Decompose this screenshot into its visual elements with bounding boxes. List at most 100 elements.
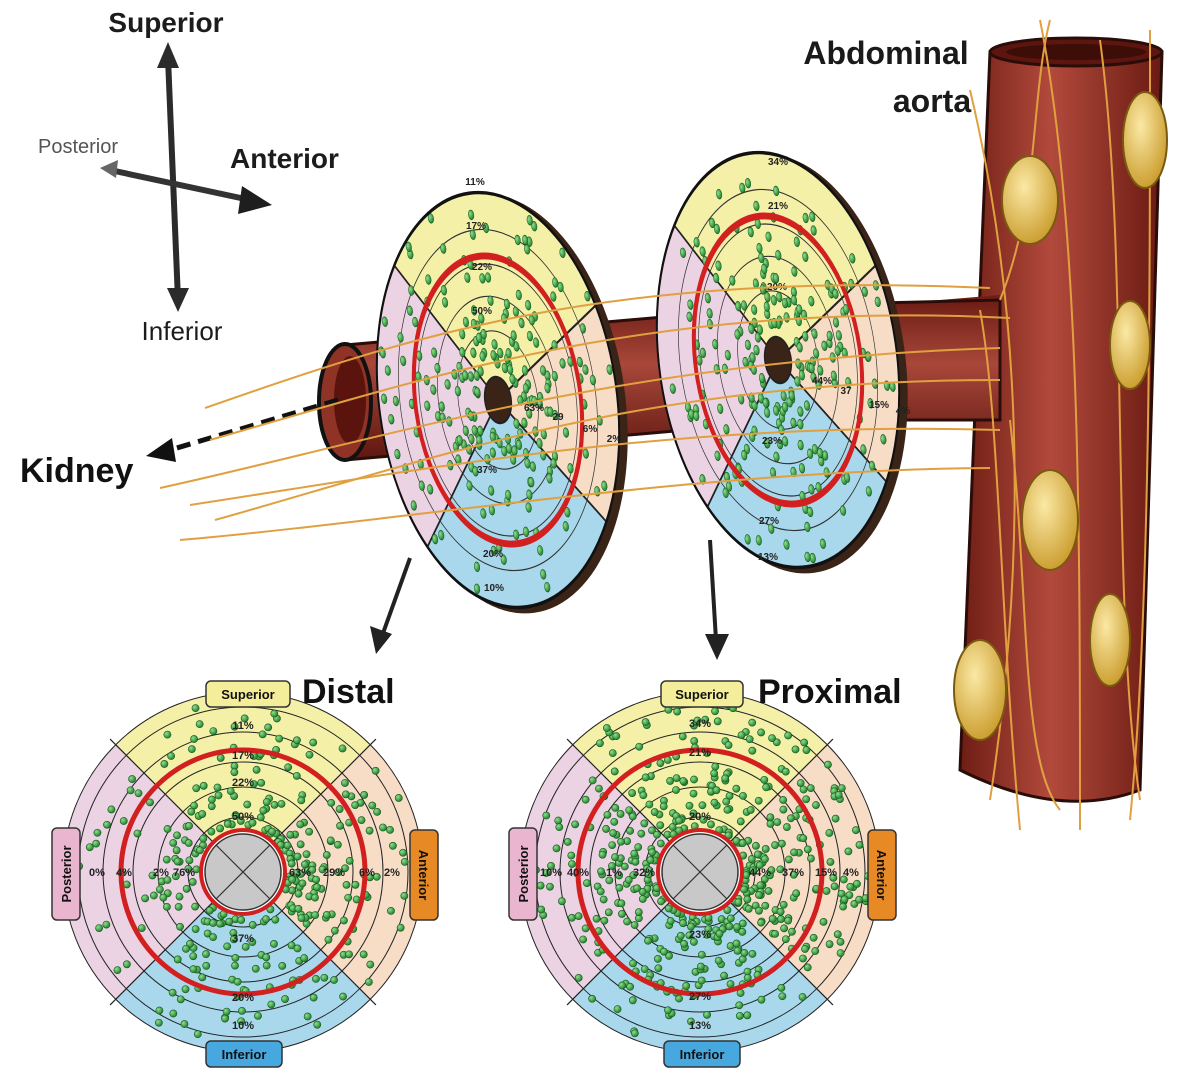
distal3d-nerve-dot <box>487 295 494 306</box>
distal-nerve-dot <box>223 820 232 828</box>
proximal3d-nerve-dot <box>761 263 768 275</box>
distal3d-nerve-dot <box>515 289 522 301</box>
proximal-nerve-dot <box>768 914 777 923</box>
proximal-quadrant-anterior <box>728 744 880 1000</box>
proximal3d-nerve-dot <box>748 392 755 403</box>
distal3d-nerve-dot <box>491 339 498 350</box>
proximal-nerve-dot <box>629 871 638 880</box>
distal-nerve-dot <box>331 926 339 935</box>
distal3d-nerve-dot <box>394 448 401 460</box>
proximal-nerve-dot <box>697 950 706 959</box>
distal-nerve-dot <box>222 1007 231 1016</box>
proximal3d-nerve-dot <box>699 246 706 257</box>
proximal3d-nerve-dot <box>781 297 788 309</box>
proximal-nerve-dot <box>803 845 812 854</box>
proximal-pct-superior-2: 21% <box>689 747 711 759</box>
distal3d-nerve-dot <box>480 508 487 519</box>
distal3d-nerve-dot <box>469 229 476 240</box>
distal-nerve-dot <box>324 935 333 944</box>
distal-nerve-dot <box>345 856 354 865</box>
proximal-nerve-dot <box>762 783 771 792</box>
distal-nerve-dot <box>270 709 279 718</box>
proximal3d-nerve-dot <box>804 551 811 563</box>
proximal-nerve-dot <box>597 867 605 876</box>
distal3d-nerve-dot <box>490 350 497 361</box>
proximal3d-nerve-dot <box>713 223 721 235</box>
proximal-nerve-dot <box>633 884 641 893</box>
proximal-nerve-dot <box>744 904 753 913</box>
distal-nerve-dot <box>368 801 377 810</box>
distal-pct-anterior-3: 6% <box>359 867 375 879</box>
proximal-nerve-dot <box>754 796 763 805</box>
proximal-nerve-dot <box>800 738 809 747</box>
distal-nerve-dot <box>148 871 157 880</box>
distal3d-nerve-dot <box>522 383 529 394</box>
distal3d-nerve-dot <box>444 379 451 390</box>
distal-nerve-dot <box>180 1020 189 1028</box>
distal3d-nerve-dot <box>503 298 511 310</box>
proximal-nerve-dot <box>732 939 741 948</box>
proximal-nerve-dot <box>568 860 576 868</box>
proximal3d-nerve-dot <box>808 295 815 307</box>
distal-nerve-dot <box>286 830 295 839</box>
proximal-nerve-dot <box>722 797 731 806</box>
distal-nerve-dot <box>137 924 146 933</box>
distal-nerve-dot <box>364 978 373 986</box>
distal-nerve-dot <box>238 1006 246 1015</box>
proximal-nerve-dot <box>802 746 811 754</box>
distal-red-ring <box>118 747 368 997</box>
distal-nerve-dot <box>207 827 216 836</box>
distal-quadrant-superior <box>115 692 371 844</box>
proximal-nerve-dot <box>583 879 591 888</box>
proximal-map: 20%21%34%23%27%13%44%37%15%4%32%1%40%10% <box>519 691 881 1053</box>
distal-nerve-dot <box>184 865 193 873</box>
distal-nerve-dot <box>311 893 319 902</box>
distal-nerve-dot <box>187 807 196 816</box>
proximal-nerve-dot <box>781 935 790 944</box>
proximal3d-nerve-dot <box>744 534 751 545</box>
distal-nerve-dot <box>341 864 349 873</box>
proximal-nerve-dot <box>615 871 624 880</box>
proximal-pct-superior-1: 20% <box>689 811 711 823</box>
distal3d-nerve-dot <box>546 473 553 484</box>
proximal3d-nerve-dot <box>687 299 694 310</box>
proximal-nerve-dot <box>682 982 691 990</box>
ganglion <box>1001 155 1059 245</box>
distal3d-nerve-dot <box>381 316 388 327</box>
proximal3d-nerve-dot <box>802 212 809 224</box>
proximal3d-nerve-dot <box>796 304 803 315</box>
distal-nerve-dot <box>322 911 331 919</box>
proximal3d-pct-2: 21% <box>768 201 788 212</box>
distal-nerve-dot <box>185 822 193 830</box>
distal3d-pct-2: 17% <box>466 221 486 232</box>
distal-nerve-dot <box>275 734 284 743</box>
proximal3d-nerve-dot <box>791 266 798 277</box>
proximal-nerve-dot <box>703 1010 711 1019</box>
distal3d-nerve-dot <box>505 489 512 501</box>
distal-nerve-dot <box>371 766 380 775</box>
distal-nerve-dot <box>237 1017 246 1026</box>
distal-nerve-dot <box>209 933 218 942</box>
distal-nerve-dot <box>308 866 317 874</box>
distal3d-nerve-dot <box>540 365 547 376</box>
proximal3d-nerve-dot <box>801 309 808 321</box>
proximal-nerve-dot <box>735 1001 744 1010</box>
orientation-compass: Superior Inferior Anterior Posterior <box>38 7 339 346</box>
distal-nerve-dot <box>288 875 297 884</box>
nerve-strand <box>189 427 1001 506</box>
distal-quadrant-posterior <box>63 744 215 1000</box>
proximal3d-nerve-dot <box>796 342 803 353</box>
distal-nerve-dot <box>113 966 122 974</box>
ganglia <box>953 91 1168 741</box>
proximal3d-nerve-dot <box>751 304 758 315</box>
proximal-nerve-dot <box>779 900 788 909</box>
distal3d-pct-1: 11% <box>465 177 485 188</box>
renal-nerve-strands <box>159 19 1151 831</box>
distal-nerve-dot <box>303 1012 312 1021</box>
nerve-strand <box>1009 419 1061 811</box>
proximal-nerve-dot <box>689 809 698 818</box>
proximal-nerve-dot <box>698 801 707 810</box>
proximal-nerve-dot <box>726 980 735 988</box>
distal3d-nerve-dot <box>468 209 475 221</box>
proximal-quadrant-posterior <box>519 744 672 1000</box>
